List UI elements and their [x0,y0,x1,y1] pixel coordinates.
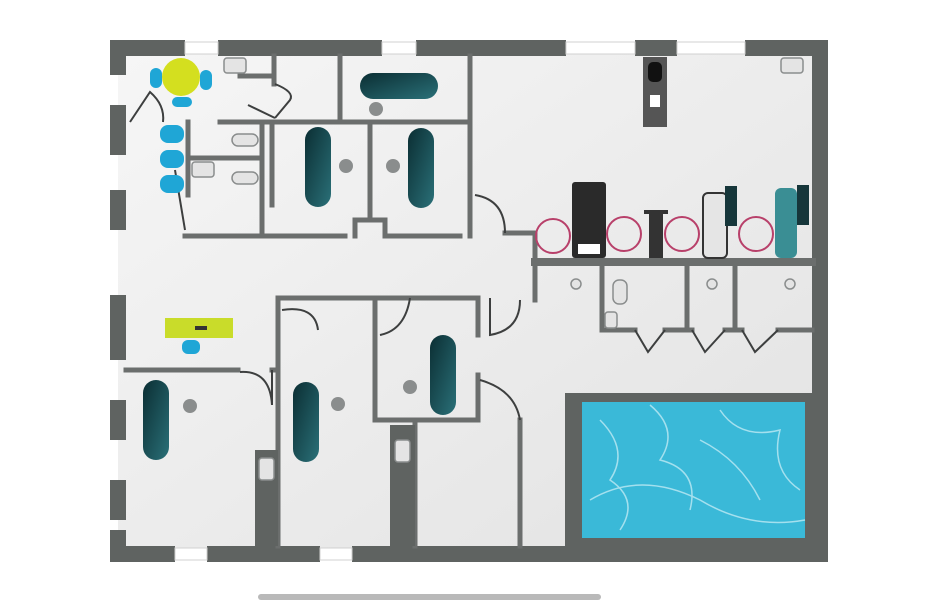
beds [143,73,456,462]
chair-icon [160,125,184,143]
chair-icon [150,68,162,88]
waiting-chairs [150,68,212,354]
interior-walls [123,53,816,549]
chair-icon [160,150,184,168]
bed-icon [305,127,331,207]
chair-icon [160,175,184,193]
toilet-icon [231,133,259,147]
windows [174,41,746,561]
bed-icon [360,73,438,99]
bed-icon [143,380,169,460]
doors [129,83,779,421]
shower-icon [570,278,582,290]
stools [183,102,417,413]
gym-equipment [535,57,809,259]
exercise-ring [738,216,774,252]
pool-icon [582,402,805,538]
fixtures [191,57,804,481]
exercise-ring [664,216,700,252]
chair-icon [182,340,200,354]
bed-icon [293,382,319,462]
sink-icon [258,457,275,481]
exercise-machine-icon [702,192,728,259]
exercise-ring [606,216,642,252]
shower-icon [706,278,718,290]
outer-walls [110,40,828,562]
horizontal-scrollbar[interactable] [258,594,601,600]
toilet-icon [231,171,259,185]
bed-icon [408,128,434,208]
toilet-icon [612,279,628,305]
sink-icon [604,311,618,329]
exercise-bike-icon [649,212,663,258]
sink-icon [394,439,411,463]
bed-icon [430,335,456,415]
chair-icon [172,97,192,107]
pool [582,402,806,538]
treadmill-icon [572,182,606,258]
sink-icon [223,57,247,74]
shower-icon [784,278,796,290]
sink-icon [780,57,804,74]
chair-icon [200,70,212,90]
sink-icon [191,161,215,178]
exercise-ring [535,218,571,254]
leg-press-icon [775,188,797,258]
table-icon [162,58,200,96]
